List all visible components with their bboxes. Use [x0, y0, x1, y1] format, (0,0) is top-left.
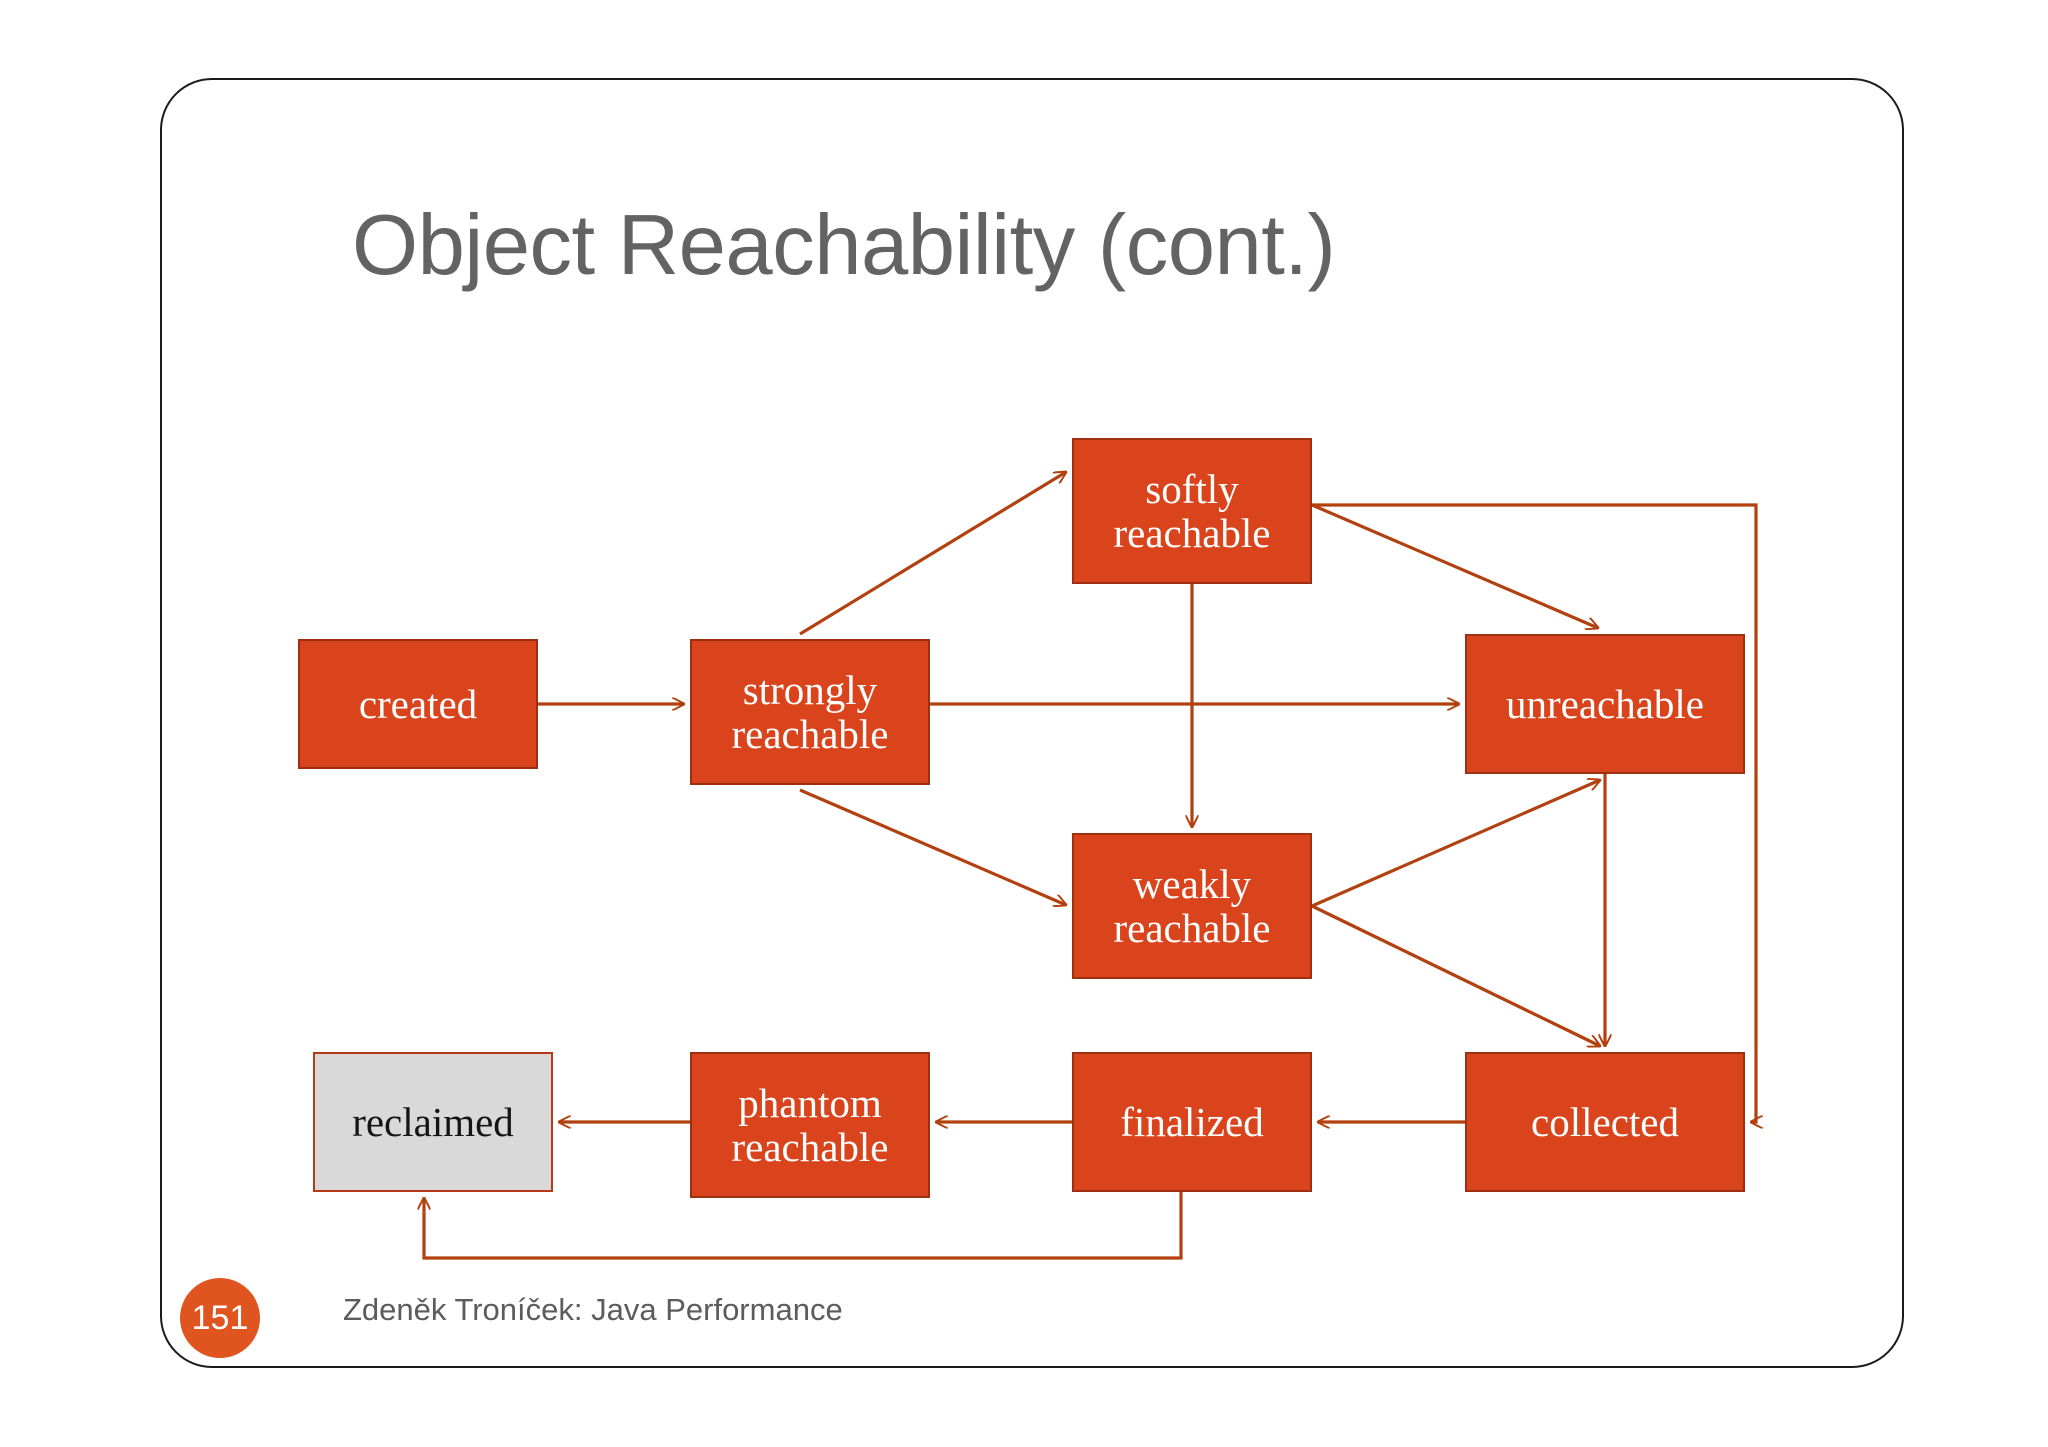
- node-label: unreachable: [1505, 680, 1705, 727]
- node-label: softly reachable: [1113, 465, 1271, 556]
- edge-finalized-to-reclaimed: [424, 1192, 1183, 1260]
- node-finalized[interactable]: finalized: [1072, 1052, 1312, 1192]
- edge-softly-to-collected: [1312, 503, 1756, 1122]
- edge-strongly-to-weakly-reachable: [799, 788, 1066, 905]
- node-label: collected: [1531, 1098, 1679, 1145]
- node-label: created: [358, 680, 478, 727]
- node-created[interactable]: created: [298, 639, 538, 769]
- node-label: strongly reachable: [731, 666, 889, 757]
- node-label: finalized: [1120, 1098, 1264, 1145]
- node-weakly-reachable[interactable]: weakly reachable: [1072, 833, 1312, 979]
- node-reclaimed[interactable]: reclaimed: [313, 1052, 553, 1192]
- edge-softly-to-unreachable: [1311, 503, 1598, 628]
- node-label: reclaimed: [352, 1098, 514, 1145]
- node-label: weakly reachable: [1113, 860, 1271, 951]
- edge-weakly-to-unreachable: [1311, 780, 1600, 908]
- node-label: phantom reachable: [731, 1079, 889, 1170]
- node-collected[interactable]: collected: [1465, 1052, 1745, 1192]
- node-unreachable[interactable]: unreachable: [1465, 634, 1745, 774]
- node-phantom-reachable[interactable]: phantom reachable: [690, 1052, 930, 1198]
- page-title: Object Reachability (cont.): [352, 198, 1336, 293]
- edge-weakly-to-collected: [1311, 904, 1600, 1046]
- page-number-badge: 151: [180, 1278, 260, 1358]
- node-softly-reachable[interactable]: softly reachable: [1072, 438, 1312, 584]
- edge-strongly-to-softly-reachable: [799, 472, 1066, 636]
- node-strongly-reachable[interactable]: strongly reachable: [690, 639, 930, 785]
- footer-credit: Zdeněk Troníček: Java Performance: [343, 1292, 843, 1327]
